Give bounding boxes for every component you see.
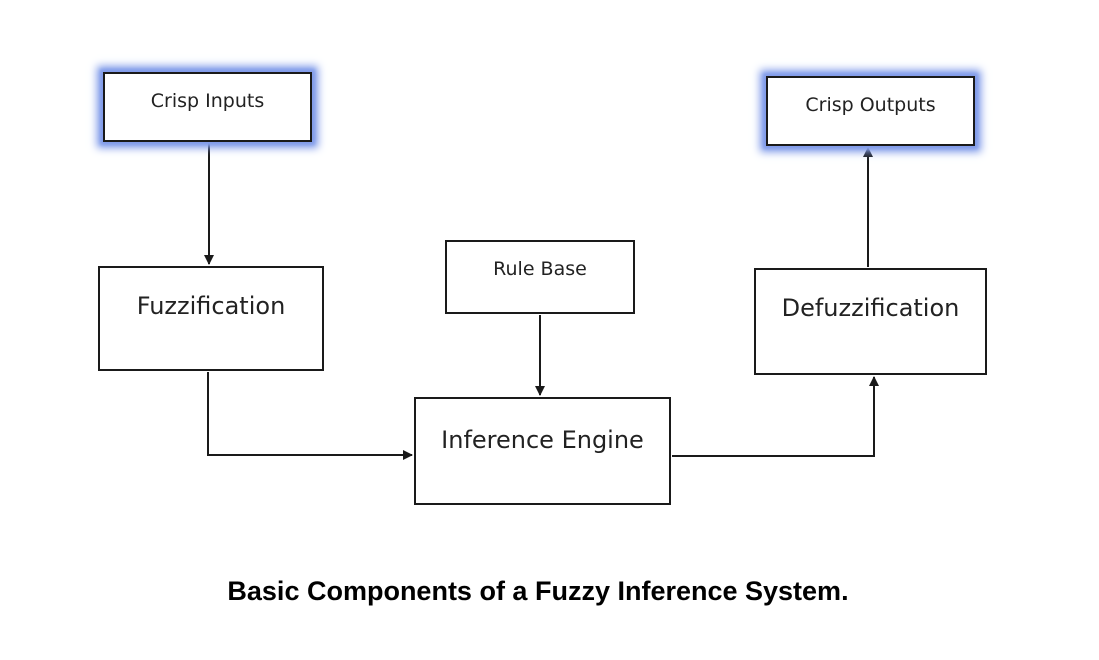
rule-base-label: Rule Base xyxy=(493,258,587,280)
edge-inference-engine-to-defuzzification xyxy=(672,376,879,457)
edge-fuzzification-to-inference-engine xyxy=(207,372,413,460)
inference-engine-node: Inference Engine xyxy=(414,397,671,505)
crisp-inputs-label: Crisp Inputs xyxy=(150,90,265,112)
defuzzification-node: Defuzzification xyxy=(754,268,987,375)
inference-engine-label: Inference Engine xyxy=(441,426,644,454)
rule-base-node: Rule Base xyxy=(445,240,635,314)
diagram-caption: Basic Components of a Fuzzy Inference Sy… xyxy=(227,576,849,606)
crisp-inputs-node: Crisp Inputs xyxy=(103,72,312,142)
crisp-outputs-label: Crisp Outputs xyxy=(805,94,936,116)
defuzzification-label: Defuzzification xyxy=(781,294,960,322)
fuzzification-label: Fuzzification xyxy=(136,292,286,320)
fuzzification-node: Fuzzification xyxy=(98,266,324,371)
crisp-outputs-node: Crisp Outputs xyxy=(766,76,975,146)
